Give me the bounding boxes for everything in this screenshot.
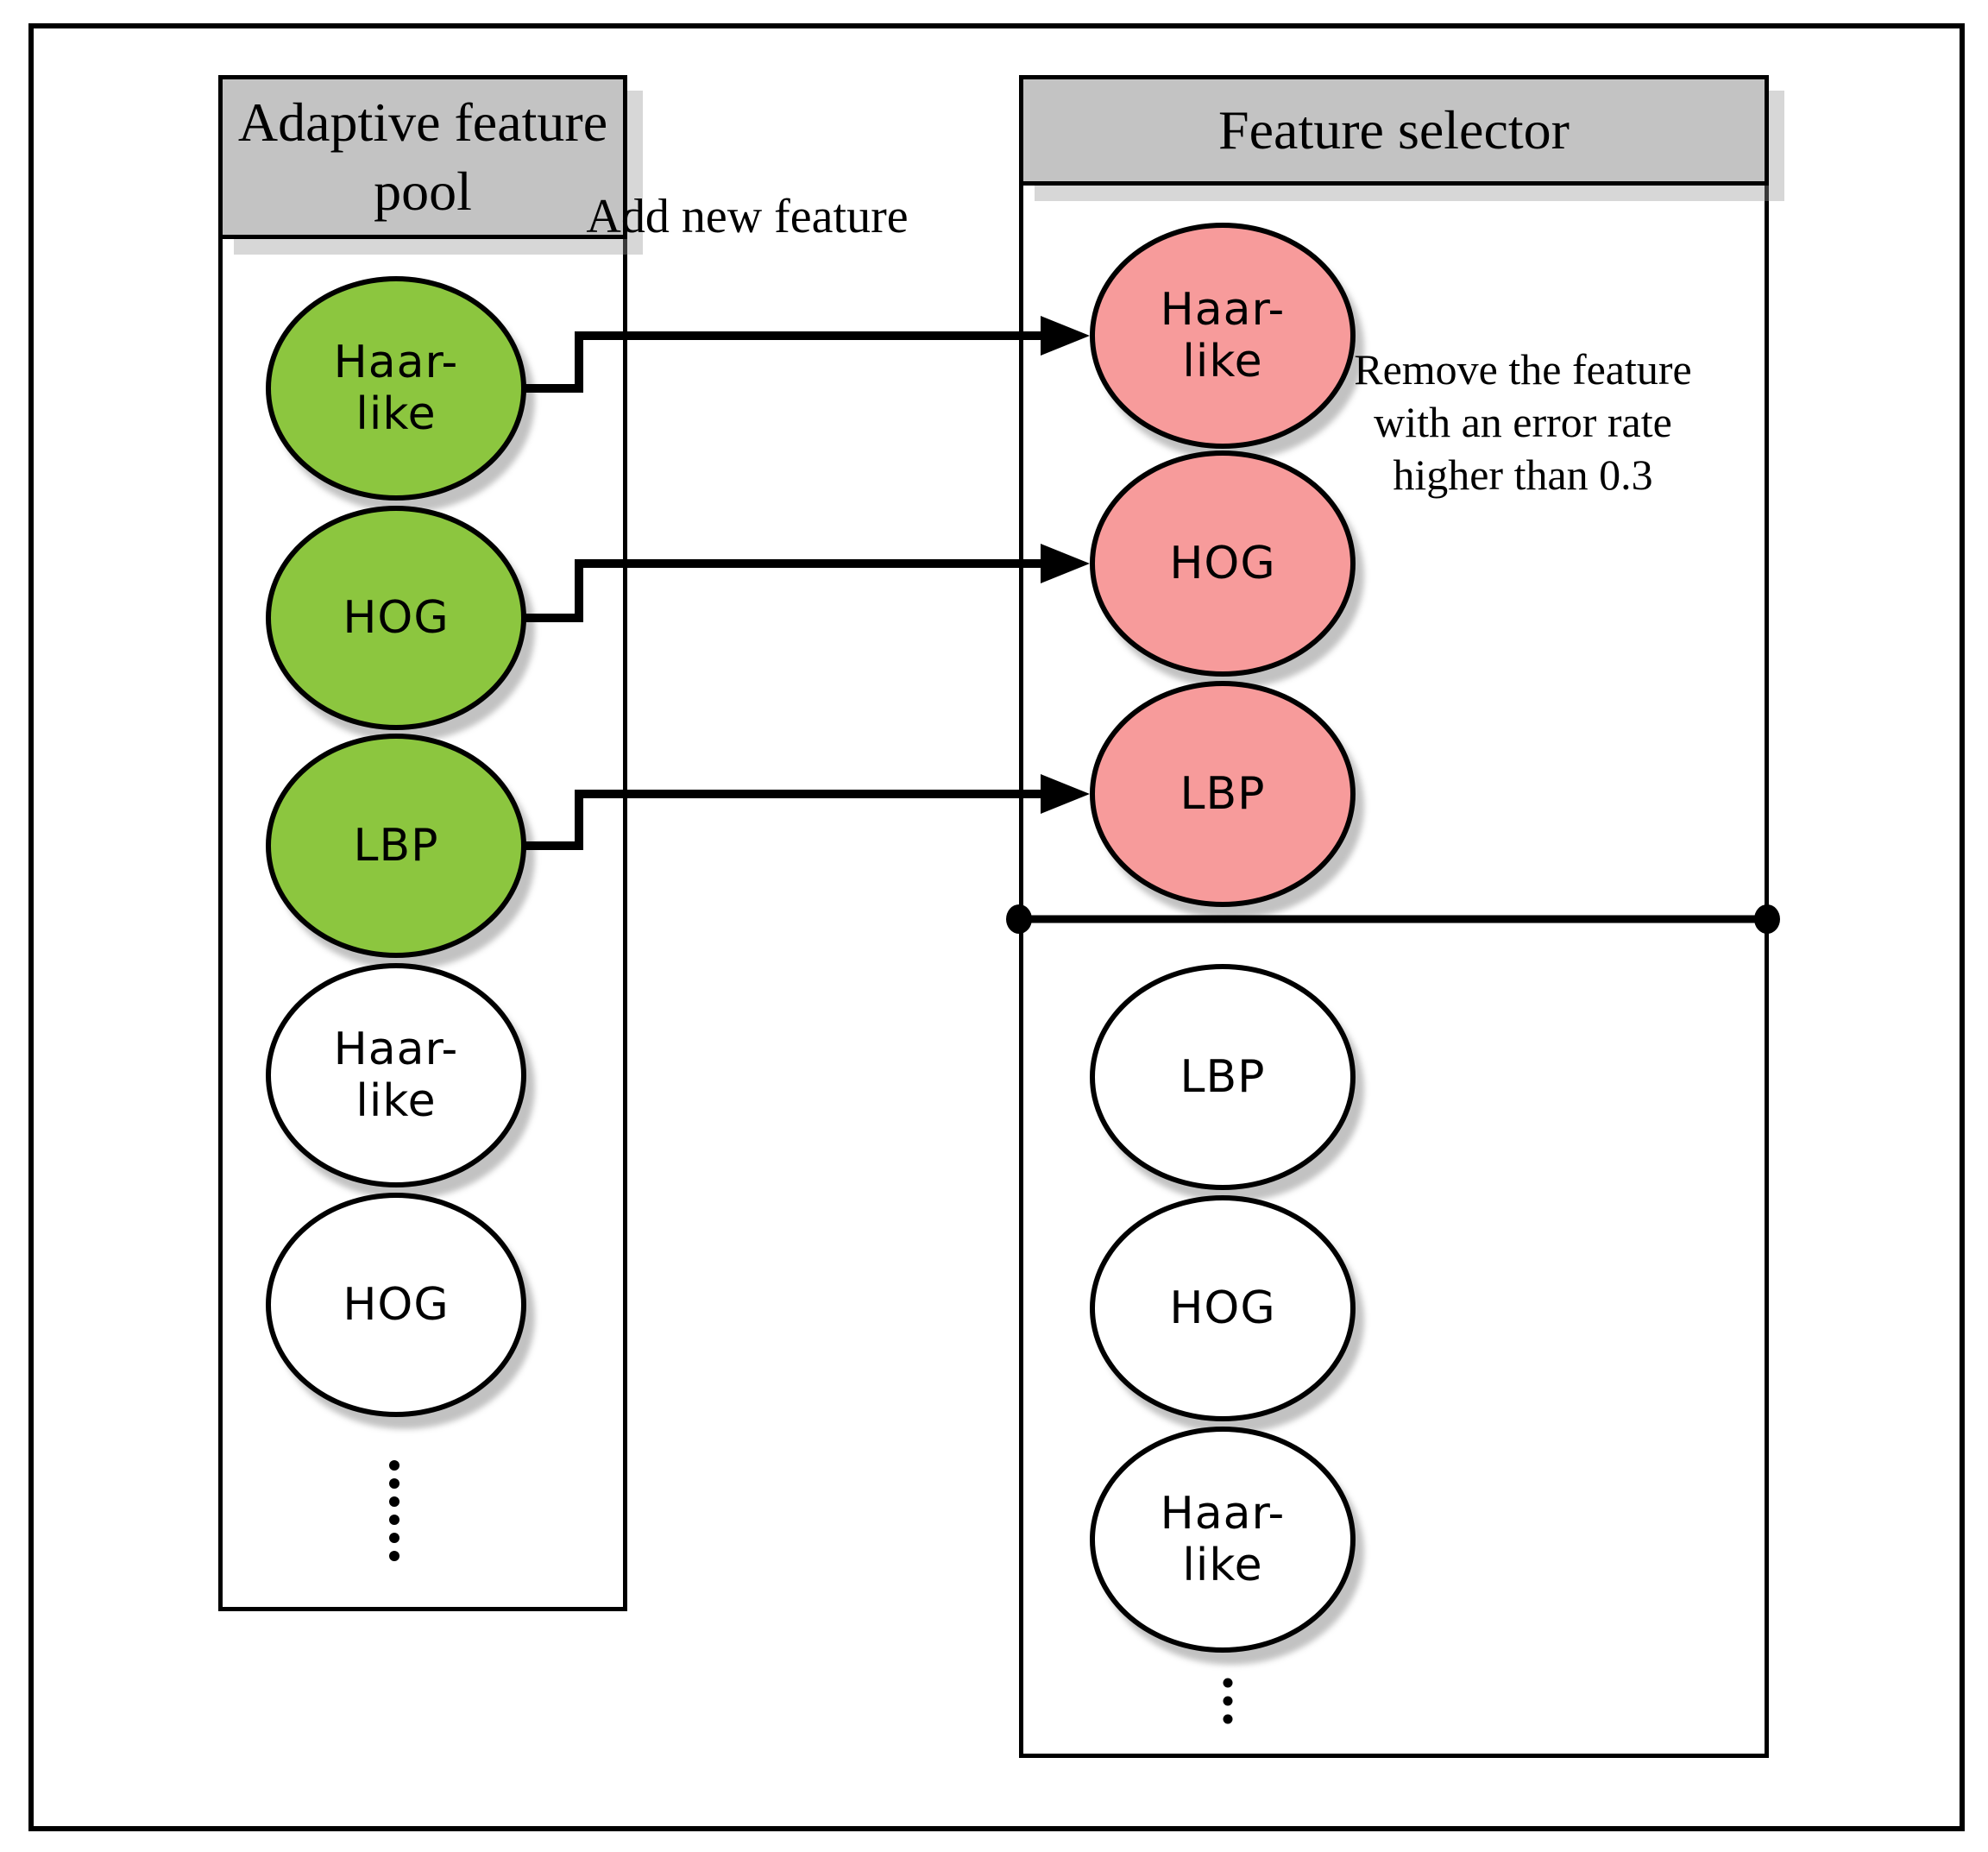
pool-node-haar-like-inactive: Haar-like xyxy=(266,963,526,1187)
remove-rule-label: Remove the feature with an error rate hi… xyxy=(1354,345,1692,499)
selector-node-label: Haar-like xyxy=(1160,1487,1286,1591)
selector-node-haar-like-kept: Haar-like xyxy=(1090,1427,1356,1653)
pool-node-label: HOG xyxy=(343,591,450,644)
selector-node-lbp-kept: LBP xyxy=(1090,964,1356,1190)
add-new-feature-label: Add new feature xyxy=(586,190,909,243)
pool-node-haar-like-active: Haar-like xyxy=(266,276,526,501)
selector-node-lbp-flagged: LBP xyxy=(1090,681,1356,907)
pool-node-label: LBP xyxy=(353,819,439,872)
feature-selector-title: Feature selector xyxy=(1218,99,1570,161)
pool-node-hog-active: HOG xyxy=(266,506,526,730)
pool-node-label: Haar-like xyxy=(333,336,459,440)
feature-selector-header: Feature selector xyxy=(1019,75,1769,186)
selector-node-label: LBP xyxy=(1180,1050,1266,1103)
selector-node-label: HOG xyxy=(1169,1282,1276,1334)
pool-node-lbp-active: LBP xyxy=(266,734,526,958)
selector-node-label: LBP xyxy=(1180,767,1266,820)
selector-node-label: HOG xyxy=(1169,537,1276,589)
pool-node-label: Haar-like xyxy=(333,1023,459,1127)
pool-node-hog-inactive: HOG xyxy=(266,1193,526,1417)
adaptive-feature-pool-title: Adaptive feature pool xyxy=(237,91,608,222)
selector-node-label: Haar-like xyxy=(1160,283,1286,387)
selector-node-hog-kept: HOG xyxy=(1090,1195,1356,1421)
pool-node-label: HOG xyxy=(343,1278,450,1331)
outer-border xyxy=(28,23,1965,1831)
adaptive-feature-pool-header: Adaptive feature pool xyxy=(218,75,627,239)
selector-node-haar-like-flagged: Haar-like xyxy=(1090,223,1356,449)
selector-node-hog-flagged: HOG xyxy=(1090,450,1356,677)
